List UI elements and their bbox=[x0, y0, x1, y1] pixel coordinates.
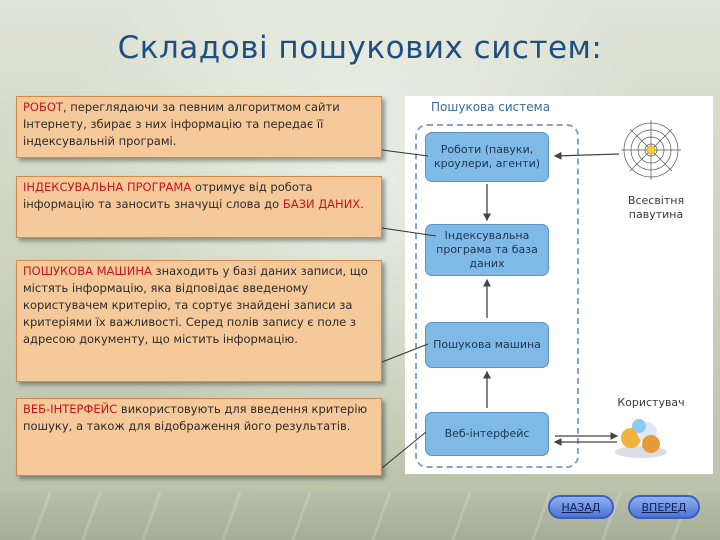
callout-robot: РОБОТ, переглядаючи за певним алгоритмом… bbox=[16, 96, 382, 158]
web-label: Всесвітня павутина bbox=[627, 194, 685, 221]
spider-web-icon bbox=[621, 120, 681, 180]
callout-text: знаходить у базі даних записи, що містят… bbox=[23, 264, 368, 346]
callout-keyword: РОБОТ bbox=[23, 100, 63, 114]
page-title: Складові пошукових систем: bbox=[117, 30, 603, 66]
node-robots: Роботи (павуки, кроулери, агенти) bbox=[425, 132, 549, 182]
forward-button[interactable]: ВПЕРЕД bbox=[628, 495, 700, 519]
node-web-interface: Веб-інтерфейс bbox=[425, 412, 549, 456]
callout-keyword-2: БАЗИ ДАНИХ bbox=[282, 197, 361, 211]
callout-text-end: . bbox=[360, 197, 364, 211]
user-globe-icon bbox=[615, 419, 667, 458]
diagram-panel: Пошукова система Роботи (павуки, кроулер… bbox=[405, 96, 713, 474]
node-indexer: Індексувальна програма та база даних bbox=[425, 224, 549, 276]
callout-keyword: ІНДЕКСУВАЛЬНА ПРОГРАМА bbox=[23, 180, 192, 194]
diagram-arrows bbox=[483, 120, 681, 458]
callout-search-engine: ПОШУКОВА МАШИНА знаходить у базі даних з… bbox=[16, 260, 382, 382]
system-boundary bbox=[415, 124, 579, 468]
callout-text: використовують для введення критерію пош… bbox=[23, 402, 368, 433]
callout-web-interface: ВЕБ-ІНТЕРФЕЙС використовують для введенн… bbox=[16, 398, 382, 476]
user-label: Користувач bbox=[617, 396, 685, 409]
callout-keyword: ПОШУКОВА МАШИНА bbox=[23, 264, 152, 278]
callout-text: отримує від робота інформацію та заносит… bbox=[23, 180, 313, 211]
diagram-title: Пошукова система bbox=[431, 100, 551, 114]
node-search-engine: Пошукова машина bbox=[425, 322, 549, 368]
callout-keyword: ВЕБ-ІНТЕРФЕЙС bbox=[23, 402, 118, 416]
back-button[interactable]: НАЗАД bbox=[548, 495, 614, 519]
callout-text: , переглядаючи за певним алгоритмом сайт… bbox=[23, 100, 340, 148]
callout-indexer: ІНДЕКСУВАЛЬНА ПРОГРАМА отримує від робот… bbox=[16, 176, 382, 238]
